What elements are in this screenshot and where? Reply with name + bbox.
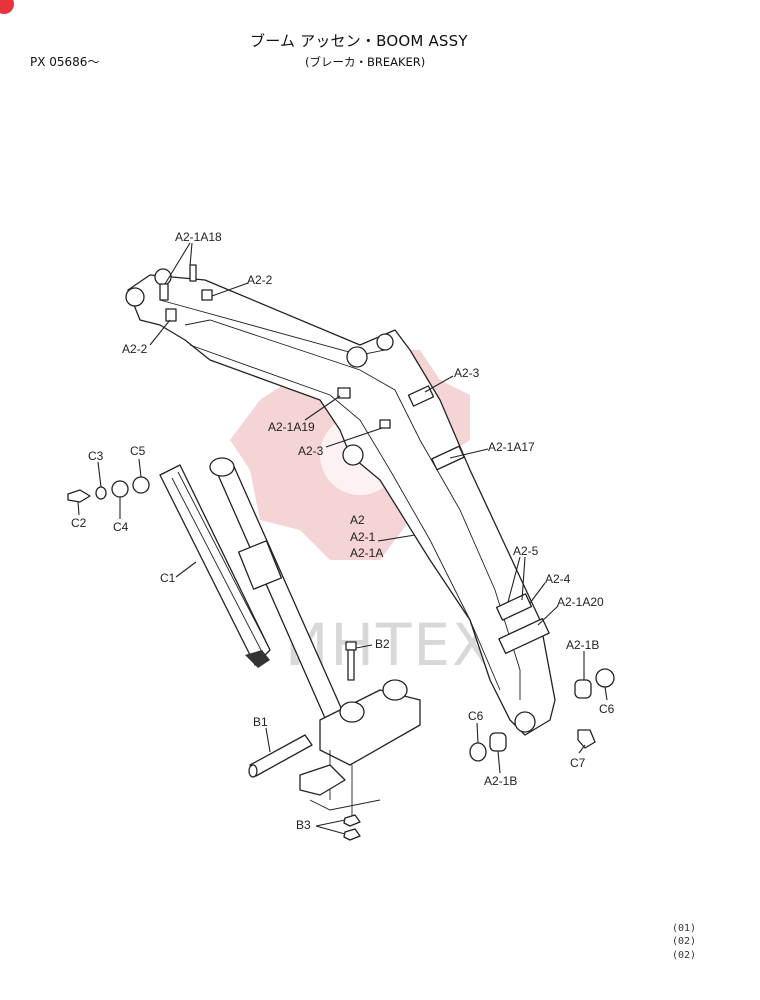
label-a2-1b-bottom: A2-1B [484, 774, 517, 788]
label-b1: B1 [253, 715, 268, 729]
label-a2-1: A2-1 [350, 530, 376, 544]
label-a2-2-top: A2-2 [247, 273, 273, 287]
label-a2-2-left: A2-2 [122, 342, 148, 356]
mount-bracket [299, 679, 421, 820]
label-a2-3-upper: A2-3 [454, 366, 480, 380]
leader-lines [77, 242, 608, 835]
label-a2-1a18: A2-1A18 [175, 230, 222, 244]
label-b3: B3 [296, 818, 311, 832]
c1-rail [159, 464, 271, 668]
label-a2-1a: A2-1A [350, 546, 383, 560]
page-title: ブーム アッセン・BOOM ASSY [250, 32, 468, 50]
corner-marker [0, 0, 14, 14]
label-c7: C7 [570, 756, 586, 770]
label-a2-3-lower: A2-3 [298, 444, 324, 458]
label-c5: C5 [130, 444, 146, 458]
label-c6-right: C6 [599, 702, 615, 716]
fastener-group-left [67, 476, 150, 503]
b2-bolt [345, 641, 357, 681]
label-c6-left: C6 [468, 709, 484, 723]
label-a2-1b-right: A2-1B [566, 638, 599, 652]
revision-mark-1: (01) [672, 923, 696, 934]
revision-mark-2: (02) [672, 936, 696, 947]
label-a2-1a20: A2-1A20 [557, 595, 604, 609]
label-a2: A2 [350, 513, 365, 527]
label-a2-1a17: A2-1A17 [488, 440, 535, 454]
label-a2-4: A2-4 [545, 572, 571, 586]
b3-nuts [343, 814, 361, 841]
label-a2-1a19: A2-1A19 [268, 420, 315, 434]
label-c4: C4 [113, 520, 129, 534]
page-subtitle: (ブレーカ・BREAKER) [305, 55, 426, 69]
b1-pin [248, 734, 313, 778]
label-c2: C2 [71, 516, 87, 530]
revision-mark-3: (02) [672, 950, 696, 961]
label-c1: C1 [160, 571, 176, 585]
label-a2-5: A2-5 [513, 544, 539, 558]
label-c3: C3 [88, 449, 104, 463]
bushings-right [469, 668, 615, 762]
label-b2: B2 [375, 637, 390, 651]
serial-range: PX 05686～ [30, 55, 100, 69]
hydraulic-cylinder [209, 457, 343, 719]
